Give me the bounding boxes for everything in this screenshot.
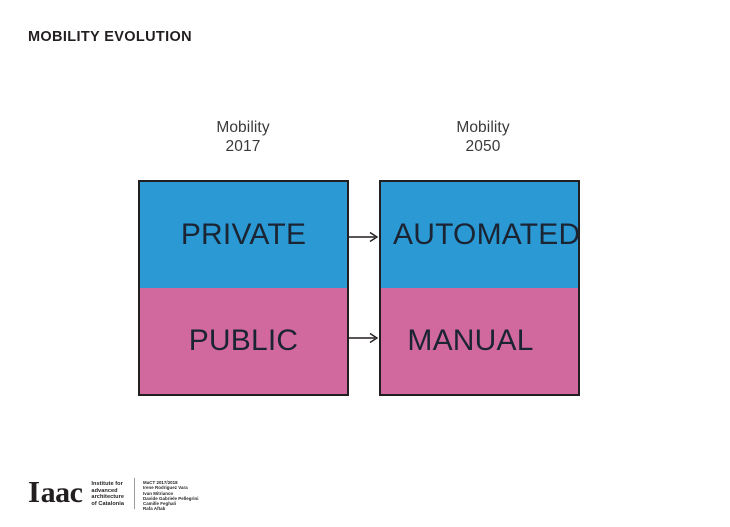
iaac-tagline-line1: Institute for [91,481,123,487]
page-title: MOBILITY EVOLUTION [28,29,192,45]
arrow-right-icon-private-to-automated [349,231,381,243]
segment-public: PUBLIC [140,288,347,394]
footer: Iaac Institute for advanced architecture… [28,474,199,512]
iaac-tagline-line2: advanced [91,487,118,494]
segment-manual-label: MANUAL [407,324,534,357]
credits-course: MaCT 2017/2018 [143,480,178,485]
credits-author-1: Irene Rodriguez Vara [143,485,188,491]
iaac-logo-aac: aac [40,476,83,509]
iaac-logo-i: I [28,474,41,509]
mobility-box-2050: AUTOMATED MANUAL [379,180,580,396]
column-header-2017: Mobility 2017 [133,118,353,156]
column-header-2017-line1: Mobility [216,119,270,136]
credits-author-2: Ivan Mitrianov [143,490,174,496]
segment-public-label: PUBLIC [188,324,299,357]
column-header-2017-line2: 2017 [225,138,261,155]
credits-block: MaCT 2017/2018 Irene Rodriguez Vara Ivan… [143,480,198,512]
column-header-2050: Mobility 2050 [373,118,593,156]
iaac-logo: Iaac [28,474,83,509]
iaac-tagline-line3: architecture [91,494,125,501]
iaac-tagline-line4: of Catalonia [91,500,125,507]
credits-author-5: Rafa Aftab [143,506,166,512]
segment-manual: MANUAL [381,288,578,394]
segment-automated-label: AUTOMATED [393,218,581,251]
credits-author-4: Camille Feghali [143,501,176,507]
credits-author-3: Davide Gabriele Pellegrini [143,495,199,501]
iaac-tagline: Institute for advanced architecture of C… [91,481,124,507]
footer-divider [134,478,136,509]
arrow-right-icon-public-to-manual [349,332,381,344]
segment-private-label: PRIVATE [180,218,307,251]
column-header-2050-line1: Mobility [456,119,510,136]
mobility-box-2017: PRIVATE PUBLIC [138,180,349,396]
segment-automated: AUTOMATED [381,182,581,288]
segment-private: PRIVATE [140,182,347,288]
column-header-2050-line2: 2050 [465,138,501,155]
